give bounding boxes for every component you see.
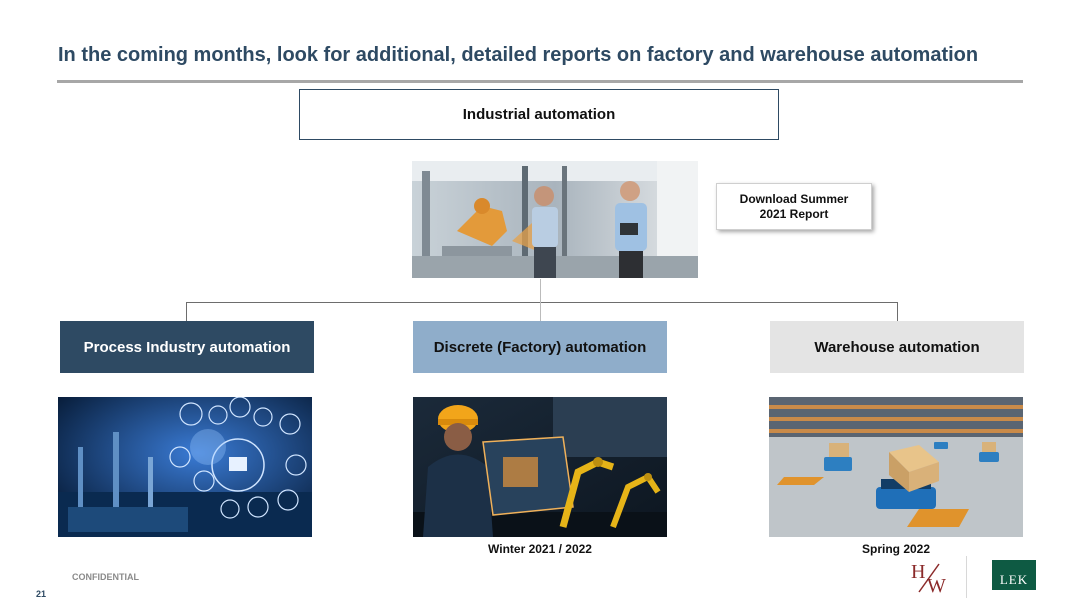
logo-divider <box>966 556 967 598</box>
download-label-line2: 2021 Report <box>759 206 829 221</box>
lek-logo-text: LEK <box>999 572 1029 587</box>
process-industry-automation-box: Process Industry automation <box>60 321 314 373</box>
connector-horizontal <box>186 302 897 303</box>
svg-text:W: W <box>927 575 946 597</box>
connector-right <box>897 302 898 321</box>
discrete-factory-label: Discrete (Factory) automation <box>433 338 647 356</box>
hero-factory-image <box>412 161 698 278</box>
warehouse-automation-box: Warehouse automation <box>770 321 1024 373</box>
confidential-label: CONFIDENTIAL <box>72 572 139 582</box>
download-label-line1: Download Summer <box>739 191 849 206</box>
process-industry-label: Process Industry automation <box>83 338 291 356</box>
hw-logo: H W <box>905 558 957 598</box>
warehouse-release-caption: Spring 2022 <box>861 542 931 556</box>
connector-left <box>186 302 187 321</box>
warehouse-image <box>769 397 1023 537</box>
page-number: 21 <box>36 589 47 599</box>
svg-text:H: H <box>911 561 925 583</box>
download-summer-report-button[interactable]: Download Summer 2021 Report <box>716 183 872 230</box>
connector-center <box>540 279 541 321</box>
industrial-automation-box: Industrial automation <box>299 89 779 140</box>
title-divider <box>57 80 1023 83</box>
discrete-factory-image <box>413 397 667 537</box>
process-industry-image <box>58 397 312 537</box>
warehouse-automation-label: Warehouse automation <box>814 338 980 356</box>
discrete-factory-automation-box: Discrete (Factory) automation <box>413 321 667 373</box>
industrial-automation-label: Industrial automation <box>462 106 616 123</box>
discrete-release-caption: Winter 2021 / 2022 <box>488 542 592 556</box>
page-title: In the coming months, look for additiona… <box>58 44 979 66</box>
lek-logo: LEK <box>992 560 1036 590</box>
